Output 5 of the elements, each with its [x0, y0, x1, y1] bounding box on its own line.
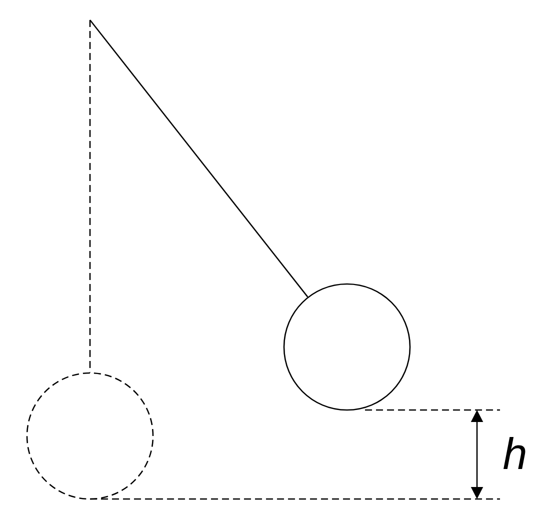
string-line	[89, 20, 308, 298]
dashed-line	[89, 20, 91, 372]
pendulum-bob	[26, 372, 154, 500]
pendulum-bob	[283, 283, 411, 411]
dimension-label: h	[504, 437, 526, 469]
